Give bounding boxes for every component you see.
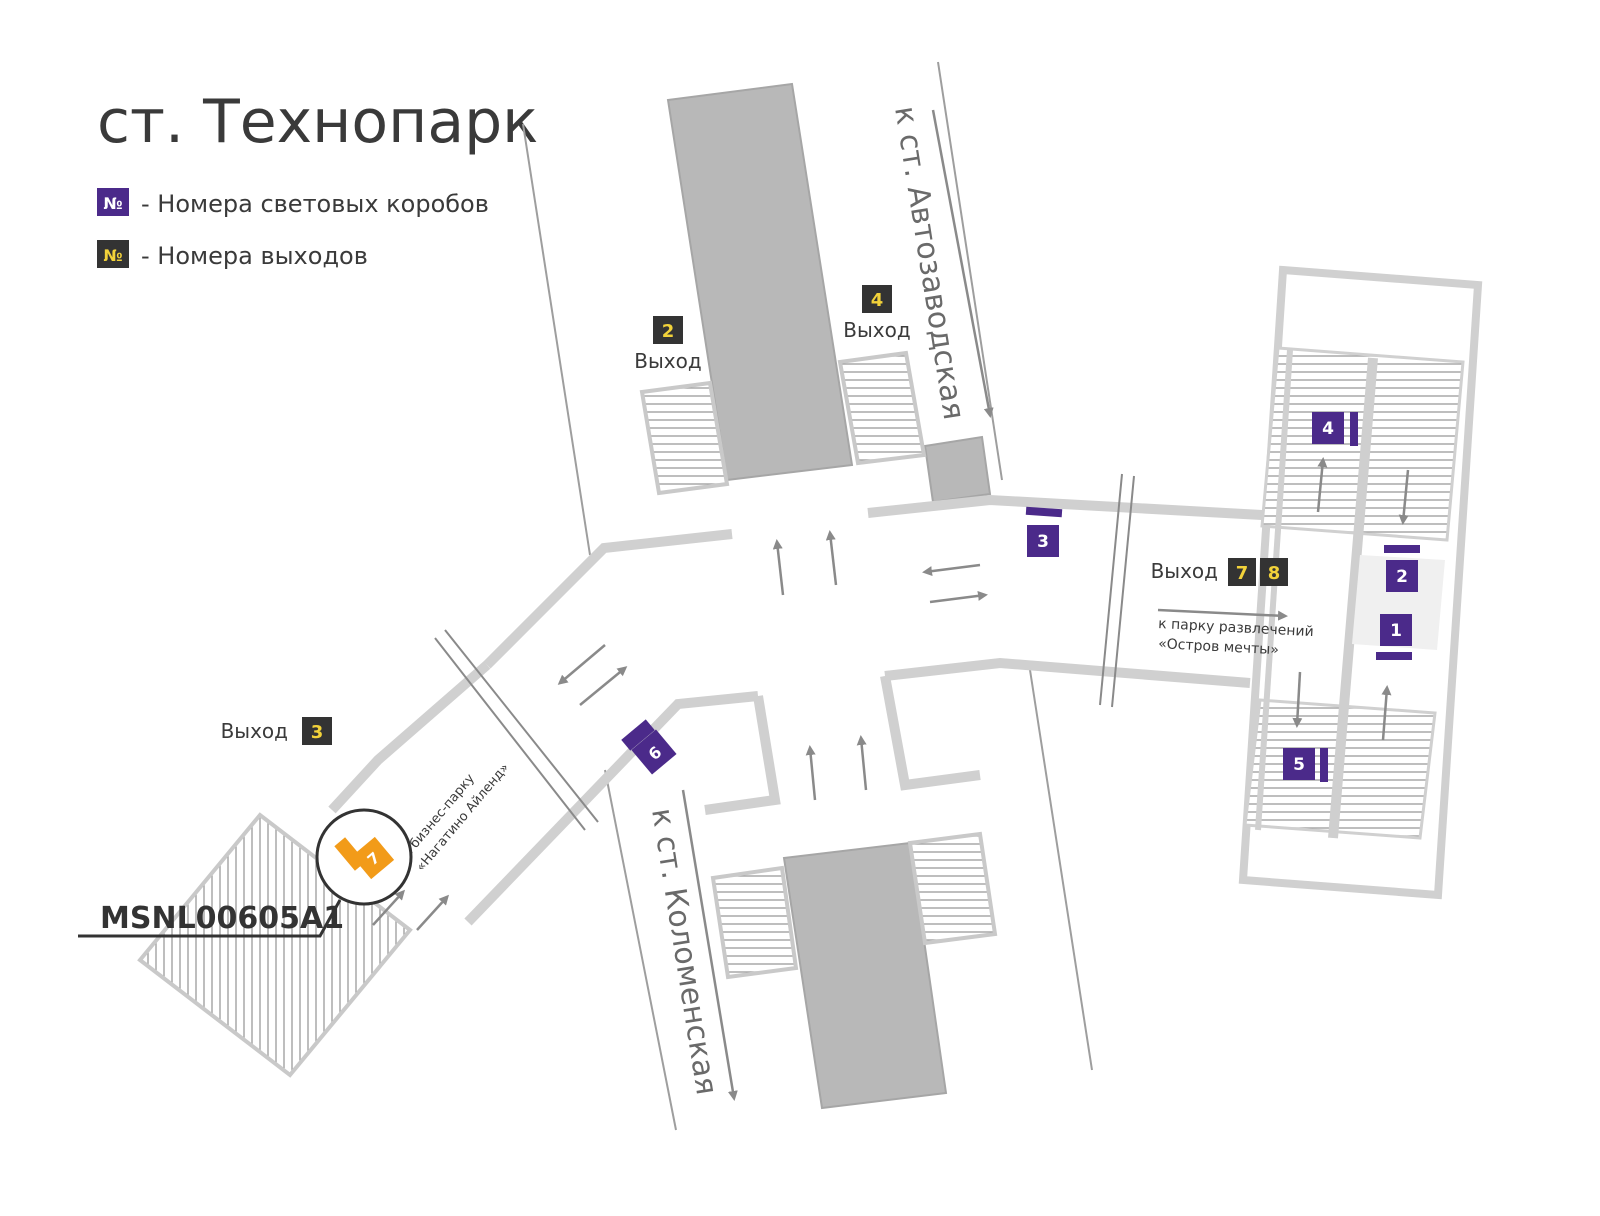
lightbox-icon <box>1380 614 1412 646</box>
lightbox-icon <box>1283 748 1315 780</box>
exit-4[interactable]: 4 Выход <box>843 285 911 342</box>
exit-icon <box>1260 558 1288 586</box>
lightbox-icon <box>1386 560 1418 592</box>
page-title: ст. Технопарк <box>97 87 538 157</box>
corridor-breaks <box>434 473 1135 831</box>
svg-text:3: 3 <box>1037 532 1049 552</box>
svg-text:8: 8 <box>1268 563 1281 584</box>
exit-icon <box>1228 558 1256 586</box>
svg-text:3: 3 <box>311 722 324 743</box>
building-block-south <box>782 841 948 1110</box>
svg-text:№: № <box>103 246 122 265</box>
svg-text:2: 2 <box>1396 567 1408 587</box>
exit-icon <box>862 285 892 313</box>
stairs-south-right <box>907 831 998 946</box>
exit-icon <box>653 316 683 344</box>
lightbox-icon <box>631 729 677 775</box>
svg-text:4: 4 <box>1322 419 1334 439</box>
exit-7-8[interactable]: Выход 7 8 <box>1151 558 1288 586</box>
legend-lightbox-label: - Номера световых коробов <box>141 190 489 218</box>
exit-label: Выход <box>843 318 910 342</box>
legend: № - Номера световых коробов № - Номера в… <box>97 188 489 270</box>
stairs-south-left <box>710 865 799 980</box>
lightbox-3[interactable]: 3 <box>1025 506 1063 557</box>
lightbox-icon <box>351 836 395 880</box>
exit-label: Выход <box>634 349 701 373</box>
escalator-hall <box>1238 265 1483 900</box>
exit-icon <box>302 717 332 745</box>
lightbox-4[interactable]: 4 <box>1312 412 1358 446</box>
building-block-north <box>666 82 854 482</box>
svg-text:№: № <box>103 194 122 213</box>
lightbox-1[interactable]: 1 <box>1376 614 1412 660</box>
svg-text:2: 2 <box>662 321 675 342</box>
direction-park-line2: «Остров мечты» <box>1158 636 1279 658</box>
exit-3[interactable]: Выход 3 <box>221 717 332 745</box>
svg-text:5: 5 <box>1293 755 1305 775</box>
svg-text:7: 7 <box>1236 563 1249 584</box>
exit-label: Выход <box>221 719 288 743</box>
corridor-walls <box>328 494 1263 926</box>
exit-label: Выход <box>1151 559 1218 583</box>
stairs-exit-2 <box>639 380 730 496</box>
lightbox-2[interactable]: 2 <box>1384 545 1420 592</box>
arrow-icon <box>372 109 1410 1101</box>
stairs-exit-4 <box>837 350 927 466</box>
legend-exit-label: - Номера выходов <box>141 242 368 270</box>
lightbox-6[interactable]: 6 <box>621 719 677 775</box>
svg-text:1: 1 <box>1390 621 1402 641</box>
highlight-lightbox-7[interactable]: 7 MSNL00605A1 <box>78 808 413 938</box>
legend-lightbox-icon: № <box>97 188 129 216</box>
svg-text:4: 4 <box>871 290 884 311</box>
direction-kolomenskaya: к ст. Коломенская <box>644 806 724 1098</box>
exit-2[interactable]: 2 Выход <box>634 316 702 373</box>
lightbox-5[interactable]: 5 <box>1283 748 1328 782</box>
building-block-small <box>923 435 992 504</box>
lightbox-icon <box>1312 412 1344 444</box>
highlight-code: MSNL00605A1 <box>100 901 344 936</box>
lightbox-icon <box>1027 525 1059 557</box>
legend-exit-icon: № <box>97 240 129 268</box>
